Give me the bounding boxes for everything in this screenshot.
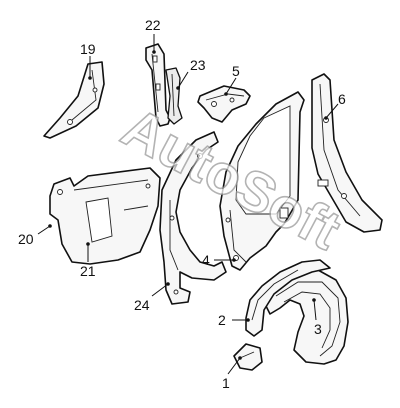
part-4-side-frame [219, 91, 305, 271]
callout-23: 23 [190, 57, 206, 73]
callout-6: 6 [338, 91, 346, 107]
callout-19: 19 [80, 41, 96, 57]
callout-5: 5 [232, 63, 240, 79]
part-2-outer-arch [245, 259, 331, 337]
callout-3: 3 [314, 321, 322, 337]
part-1-small-bracket [233, 343, 263, 371]
callout-4: 4 [202, 252, 210, 268]
part-21-quarter-trim [49, 167, 161, 265]
part-24-wheel-arch-inner [159, 131, 227, 305]
part-23-pillar-reinforcement [165, 67, 183, 125]
callout-22: 22 [145, 17, 161, 33]
callout-2: 2 [218, 312, 226, 328]
callout-1: 1 [222, 375, 230, 391]
callout-labels: 19 22 23 5 6 20 21 4 24 2 3 1 [18, 17, 346, 391]
callout-20: 20 [18, 231, 34, 247]
leader-lines [37, 34, 339, 375]
callout-24: 24 [134, 297, 150, 313]
part-22-pillar-inner [145, 43, 171, 127]
callout-21: 21 [80, 263, 96, 279]
part-5-bracket [197, 85, 251, 123]
part-19-pillar-trim [43, 61, 105, 139]
